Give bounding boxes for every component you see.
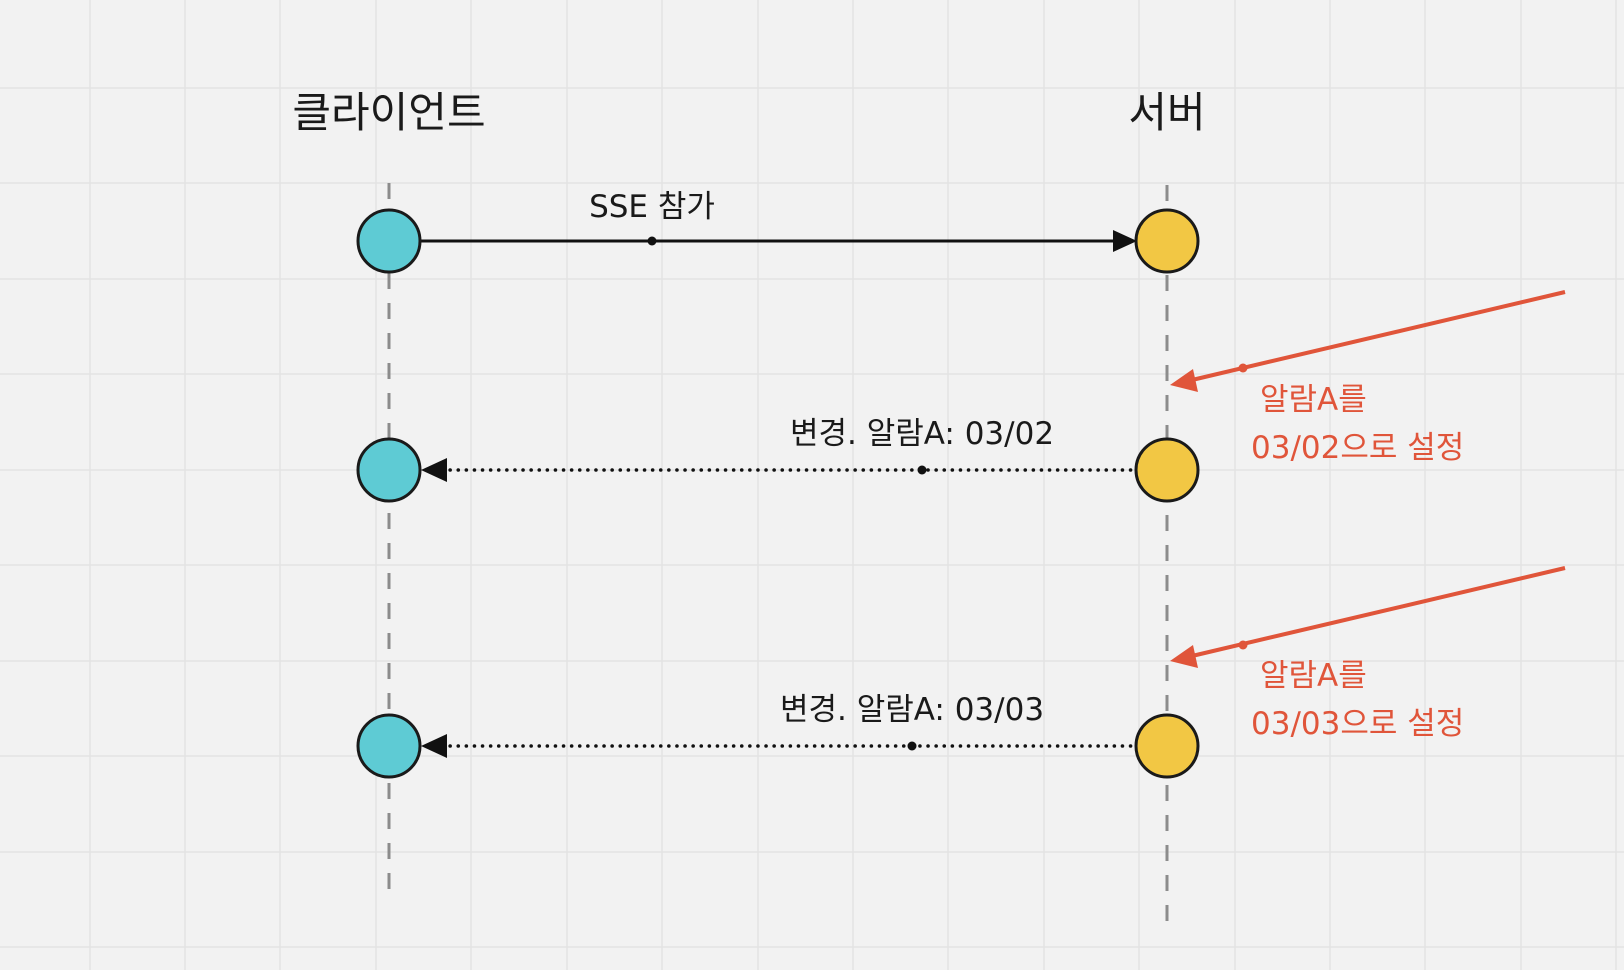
message-change-1-midpoint-handle[interactable] (917, 465, 927, 475)
message-join[interactable]: SSE 참가 (420, 189, 1137, 252)
external-event-set-1-arrow-line (1191, 290, 1566, 382)
external-event-set-2[interactable]: 알람A를 03/03으로 설정 (1170, 566, 1566, 742)
server-node-join[interactable] (1134, 208, 1200, 274)
external-event-set-1-label-line1: 알람A를 (1260, 382, 1367, 418)
message-join-label: SSE 참가 (589, 189, 715, 225)
server-node-change-1[interactable] (1134, 437, 1200, 503)
client-node-join[interactable] (356, 208, 422, 274)
external-event-set-2-midpoint-handle[interactable] (1238, 640, 1248, 650)
message-change-1-label: 변경. 알람A: 03/02 (790, 416, 1054, 452)
message-change-1-arrowhead-icon (421, 458, 447, 482)
message-change-2[interactable]: 변경. 알람A: 03/03 (421, 692, 1138, 758)
client-node-change-2[interactable] (356, 713, 422, 779)
external-event-set-2-label-line1: 알람A를 (1260, 658, 1367, 694)
external-event-set-2-arrowhead-icon (1170, 645, 1198, 668)
message-change-2-label: 변경. 알람A: 03/03 (780, 692, 1044, 728)
external-event-set-2-arrow-line (1191, 566, 1566, 658)
message-join-arrowhead-icon (1113, 230, 1137, 252)
server-node-change-2[interactable] (1134, 713, 1200, 779)
message-change-1[interactable]: 변경. 알람A: 03/02 (421, 416, 1138, 482)
message-change-2-midpoint-handle[interactable] (907, 741, 917, 751)
participant-client-title: 클라이언트 (292, 88, 485, 137)
external-event-set-1-midpoint-handle[interactable] (1238, 363, 1248, 373)
message-join-midpoint-handle[interactable] (647, 236, 657, 246)
external-event-set-1-label-line2: 03/02으로 설정 (1251, 430, 1464, 466)
message-change-2-arrowhead-icon (421, 734, 447, 758)
external-event-set-2-label-line2: 03/03으로 설정 (1251, 706, 1464, 742)
external-event-set-1[interactable]: 알람A를 03/02으로 설정 (1170, 290, 1566, 466)
client-node-change-1[interactable] (356, 437, 422, 503)
participant-server-title: 서버 (1128, 88, 1205, 137)
external-event-set-1-arrowhead-icon (1170, 369, 1198, 392)
